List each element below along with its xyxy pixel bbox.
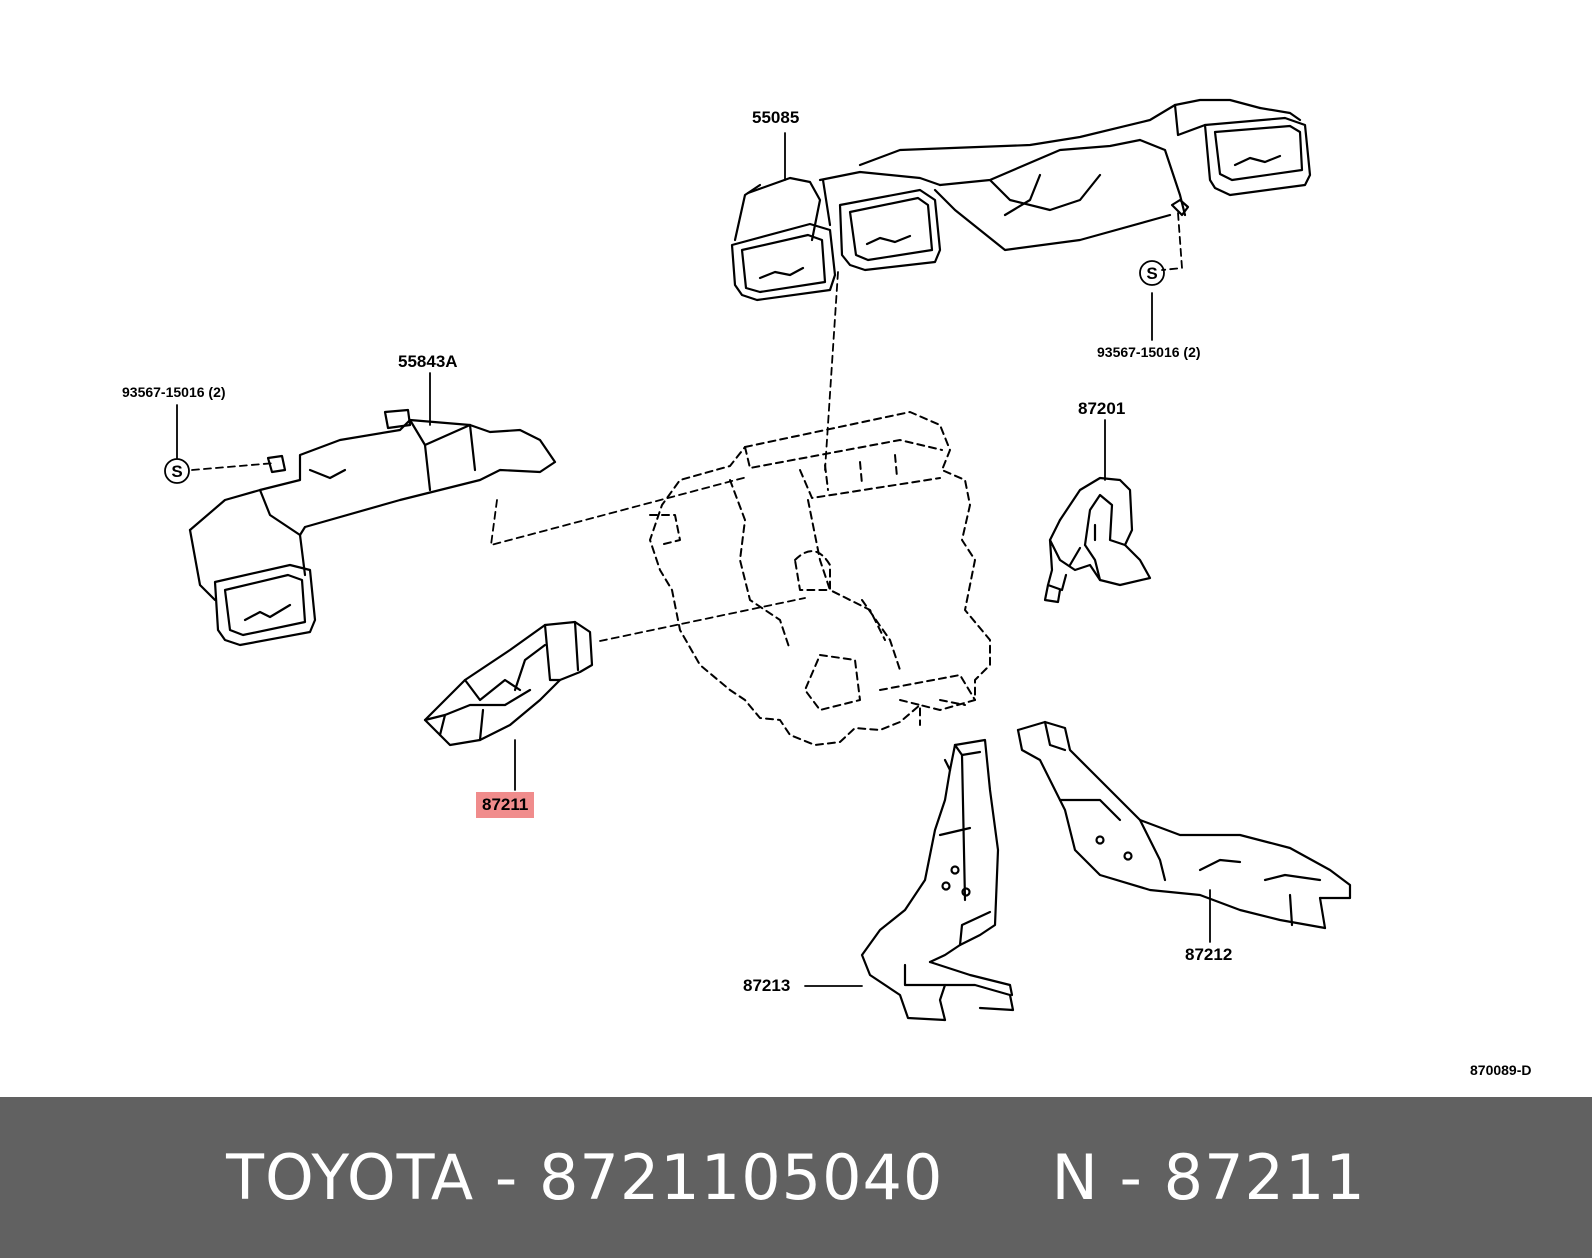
connector-lines — [191, 212, 1183, 642]
footer-caption: TOYOTA - 8721105040 N - 87211 — [226, 1141, 1366, 1214]
diagram-drawing: S S — [164, 98, 1352, 1022]
screw-symbol-right: S — [1146, 264, 1157, 283]
duct-87212 — [1016, 720, 1352, 930]
hvac-unit-outline — [649, 411, 991, 746]
duct-55085 — [730, 98, 1312, 302]
label-87213: 87213 — [743, 976, 791, 995]
duct-87213 — [860, 738, 1015, 1022]
label-screw-left: 93567-15016 (2) — [122, 384, 226, 400]
footer-separator-2: - — [1119, 1141, 1143, 1214]
duct-87201 — [1043, 476, 1152, 604]
footer-part-number: 8721105040 — [538, 1141, 944, 1214]
diagram-code: 870089-D — [1470, 1062, 1532, 1078]
label-87211-highlighted: 87211 — [476, 792, 535, 818]
footer-bar: TOYOTA - 8721105040 N - 87211 — [0, 1097, 1592, 1258]
label-87201: 87201 — [1078, 399, 1126, 418]
footer-brand: TOYOTA — [226, 1141, 475, 1214]
screw-symbols — [164, 260, 1165, 484]
footer-n-value: 87211 — [1163, 1141, 1366, 1214]
footer-separator-1: - — [494, 1141, 519, 1214]
label-55085: 55085 — [752, 108, 800, 127]
label-screw-right: 93567-15016 (2) — [1097, 344, 1201, 360]
screw-icon-right — [1139, 260, 1165, 286]
leader-lines — [176, 132, 1211, 987]
label-87212: 87212 — [1185, 945, 1233, 964]
label-55843a: 55843A — [398, 352, 458, 371]
duct-55843a — [188, 408, 557, 647]
screw-symbol-left: S — [171, 462, 182, 481]
screw-icon-left — [164, 458, 190, 484]
footer-n-label: N — [1051, 1141, 1099, 1214]
parts-diagram: S S 55085 55843A 93567-15016 (2) 93567-1… — [122, 98, 1532, 1078]
duct-87211 — [423, 620, 594, 747]
